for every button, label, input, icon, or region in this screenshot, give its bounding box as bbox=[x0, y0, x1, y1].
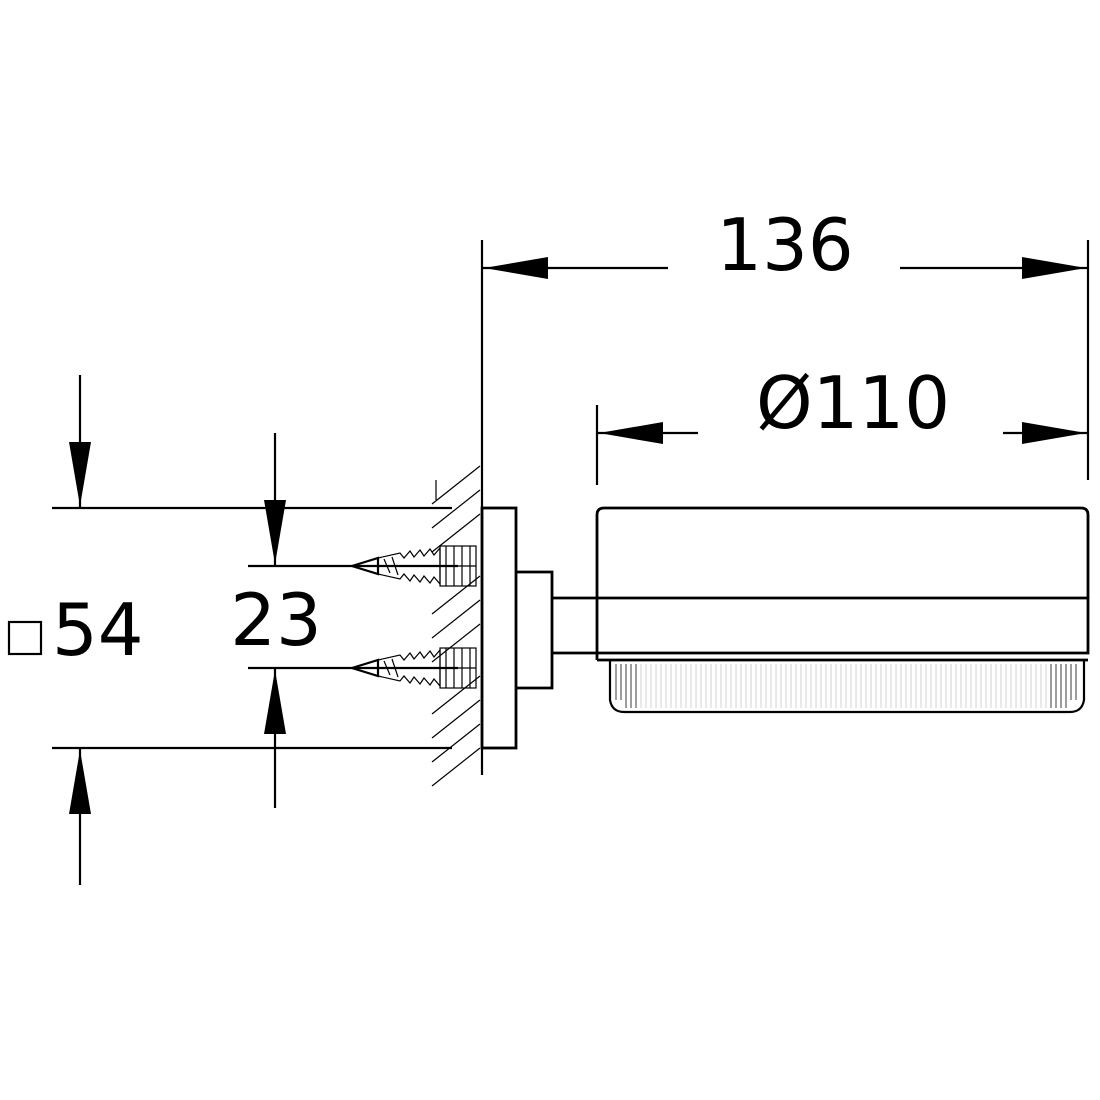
flange-plate bbox=[480, 506, 518, 750]
holder-arm bbox=[552, 596, 599, 660]
dish-ribbing bbox=[615, 664, 1077, 708]
hatch-stroke bbox=[431, 747, 481, 787]
arrowhead-bottom-54 bbox=[69, 750, 91, 814]
dish-upper-rim bbox=[595, 506, 1090, 598]
arrowhead-left-136 bbox=[484, 257, 548, 279]
wall-screw-lower bbox=[348, 647, 477, 689]
arm-bottom-edge bbox=[552, 651, 599, 660]
screw-spacing-label: 23 bbox=[230, 578, 322, 662]
hatch-stroke bbox=[431, 699, 481, 739]
hatch-stroke bbox=[431, 575, 481, 615]
hatch-stroke bbox=[431, 489, 481, 529]
dish-bowl bbox=[608, 660, 1086, 714]
arrowhead-right-136 bbox=[1022, 257, 1086, 279]
arrowhead-bottom-23 bbox=[264, 670, 286, 734]
wall-hatching bbox=[431, 465, 481, 787]
dimension-overall-depth: 136 bbox=[480, 203, 1090, 775]
arrowhead-top-23 bbox=[264, 500, 286, 564]
overall-depth-label: 136 bbox=[716, 203, 853, 287]
hatch-stroke bbox=[431, 599, 481, 639]
arrowhead-left-110 bbox=[599, 422, 663, 444]
arrowhead-right-110 bbox=[1022, 422, 1086, 444]
wall-screw-upper bbox=[348, 545, 477, 587]
square-symbol-icon bbox=[7, 620, 43, 656]
soap-dish bbox=[595, 506, 1090, 714]
dimension-screw-spacing: 23 bbox=[230, 433, 458, 808]
dish-ring-holder bbox=[595, 596, 1090, 655]
dimension-dish-diameter: Ø110 bbox=[595, 361, 1088, 485]
hatch-stroke bbox=[431, 723, 481, 763]
hatch-stroke bbox=[431, 465, 481, 505]
dimension-flange-square: 54 bbox=[7, 375, 452, 885]
dish-diameter-label: Ø110 bbox=[756, 361, 950, 445]
hatch-stroke bbox=[431, 675, 481, 715]
hatch-stroke bbox=[431, 623, 481, 663]
arrowhead-top-54 bbox=[69, 442, 91, 506]
wall-flange bbox=[480, 506, 554, 750]
flange-boss bbox=[516, 570, 554, 690]
flange-square-label: 54 bbox=[52, 588, 144, 672]
